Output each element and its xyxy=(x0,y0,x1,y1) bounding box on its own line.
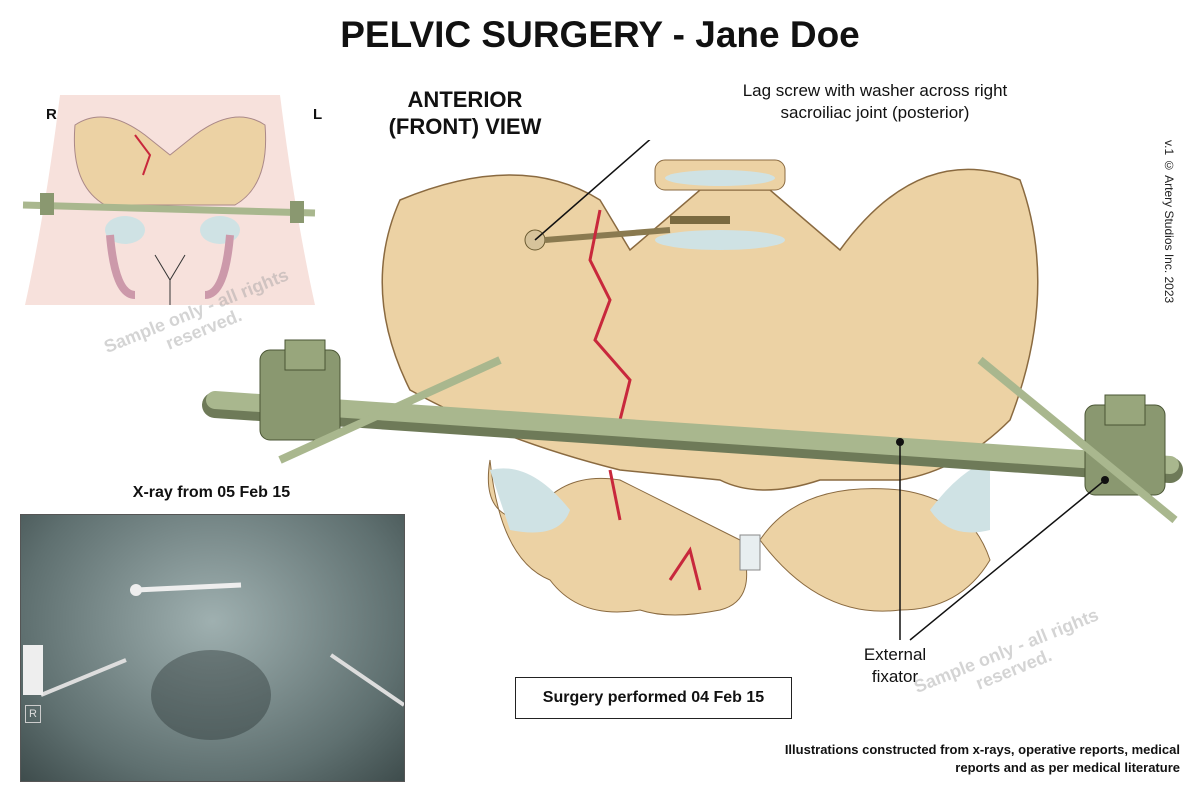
right-side-label: R xyxy=(46,106,57,123)
page-title: PELVIC SURGERY - Jane Doe xyxy=(340,14,860,55)
xray-image: R xyxy=(20,514,405,782)
xray-side-marker: R xyxy=(25,705,41,723)
view-label: ANTERIOR (FRONT) VIEW xyxy=(388,87,542,139)
inset-pelvis-figure xyxy=(22,95,316,305)
lag-screw-callout: Lag screw with washer across right sacro… xyxy=(742,81,1008,122)
surgery-date-box: Surgery performed 04 Feb 15 xyxy=(515,677,792,719)
xray-hardware xyxy=(23,582,404,740)
copyright-notice: v.1 © Artery Studios Inc. 2023 xyxy=(1162,140,1176,304)
left-side-label: L xyxy=(313,106,323,123)
main-pelvis-illustration xyxy=(202,140,1183,641)
external-fixator-callout: External fixator xyxy=(863,645,927,686)
footnote: Illustrations constructed from x-rays, o… xyxy=(784,742,1180,775)
xray-caption: X-ray from 05 Feb 15 xyxy=(132,484,291,501)
